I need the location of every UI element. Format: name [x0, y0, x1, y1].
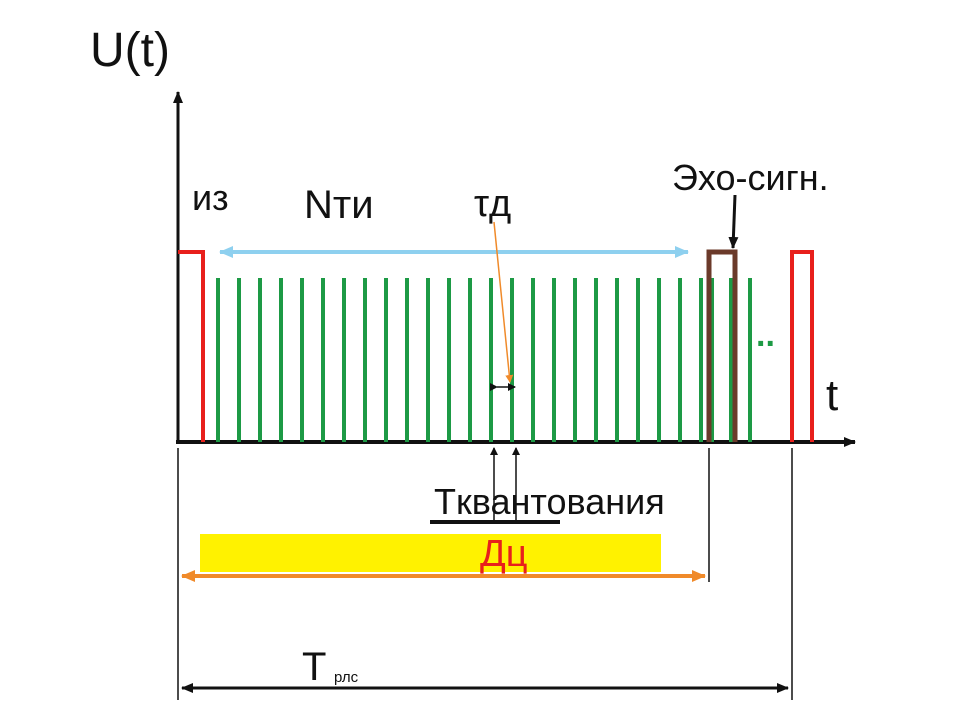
radar-period-subscript: рлс: [334, 669, 359, 686]
pulse-width-label: τд: [474, 183, 511, 225]
next-probe-pulse: [790, 250, 814, 442]
pulse-count-label: Nти: [304, 183, 374, 227]
echo-pulse: [706, 249, 738, 442]
quantization-label: Tквантования: [434, 481, 665, 522]
echo-label: Эхо-сигн.: [672, 157, 829, 198]
probe-label: из: [192, 177, 229, 218]
sample-pulse-train: [216, 278, 752, 442]
radar-period-label: T: [302, 645, 326, 689]
pulse-width-pointer: [493, 221, 514, 383]
range-window-label: Дц: [480, 533, 528, 575]
y-axis-label: U(t): [90, 24, 170, 77]
echo-pointer: [728, 194, 739, 249]
continuation-dots: ..: [756, 316, 775, 354]
range-window-bar: [200, 534, 661, 572]
x-axis-label: t: [826, 371, 838, 420]
probe-pulse: [178, 250, 205, 442]
